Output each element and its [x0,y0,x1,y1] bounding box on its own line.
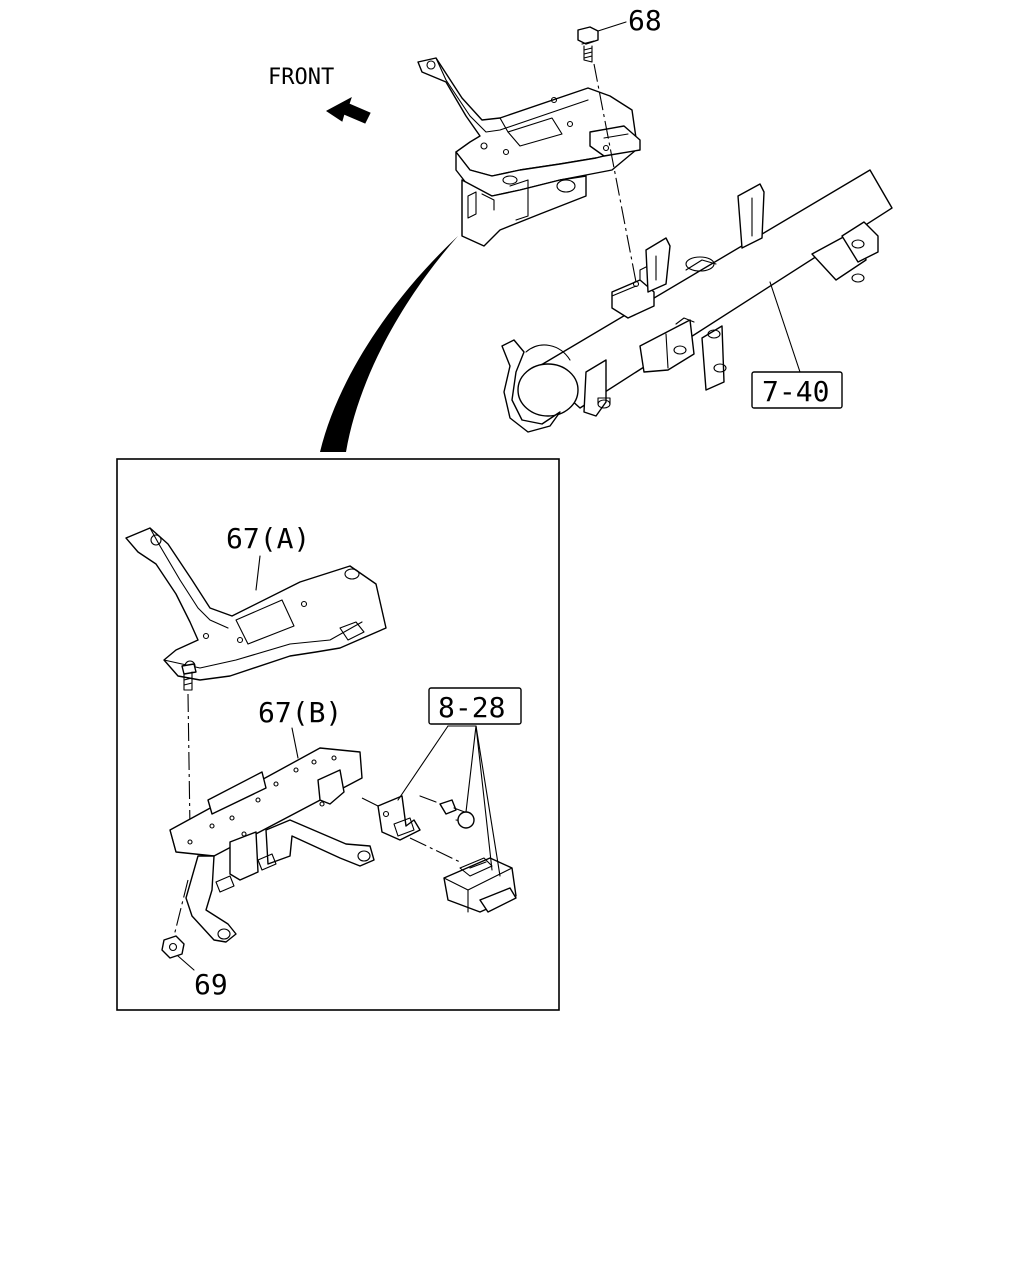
ref-box-8-28: 8-28 [428,687,522,725]
callout-7-40: 7-40 [762,375,829,408]
sensor-assembly [361,725,517,913]
detail-leader-arc [320,236,458,452]
screw-67 [181,663,197,831]
nut-69: 69 [161,935,228,1001]
front-indicator: FRONT [268,65,371,124]
bracket-67b: 67(B) [169,696,375,943]
bolt-68: 68 [577,4,662,283]
front-label: FRONT [268,65,334,90]
callout-68: 68 [628,4,662,37]
ref-box-7-40: 7-40 [751,371,843,409]
upper-bracket-assembly [417,57,641,247]
bracket-67a: 67(A) [125,522,387,681]
callout-69: 69 [194,968,228,1001]
detail-inset-frame [116,458,560,1011]
callout-67a: 67(A) [226,522,310,555]
callout-67b: 67(B) [258,696,342,729]
front-arrow-icon [326,96,371,124]
callout-8-28: 8-28 [438,691,505,724]
cross-member [501,169,893,433]
